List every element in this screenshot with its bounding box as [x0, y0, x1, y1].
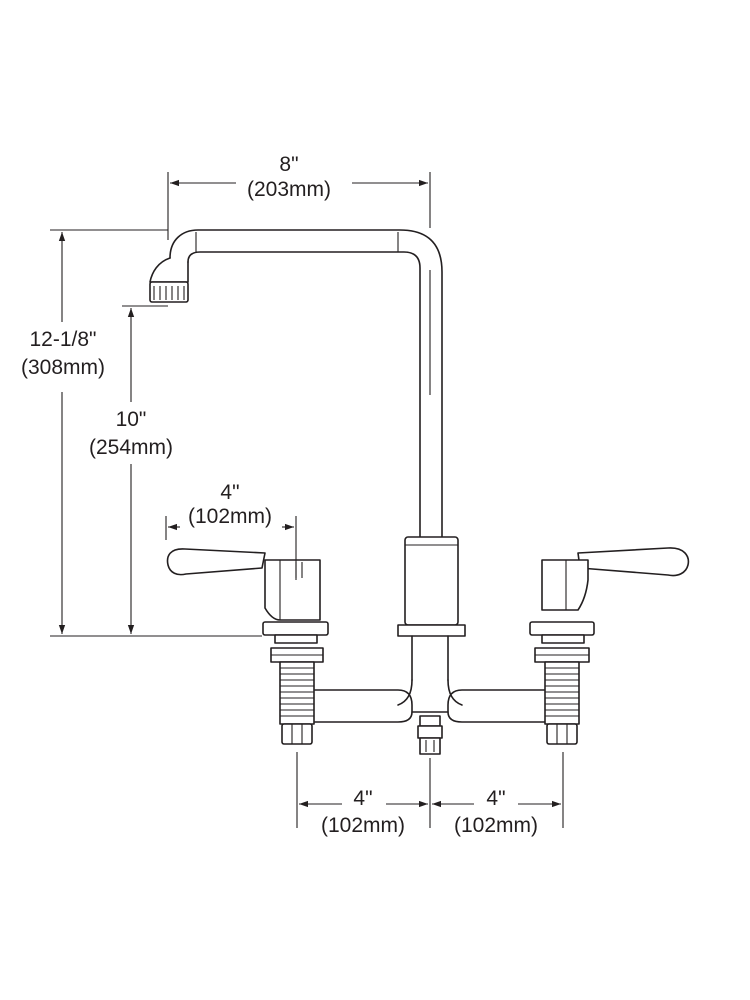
handle-length-metric: (102mm) [188, 505, 272, 528]
handle-length-imperial: 4" [220, 481, 239, 504]
faucet-spout [149, 229, 443, 538]
right-valve-assembly [529, 547, 690, 745]
overall-height-imperial: 12-1/8" [30, 328, 97, 351]
dimension-bottom-spacing: 4" (102mm) 4" (102mm) [296, 752, 564, 837]
faucet-spout-base [397, 536, 466, 755]
dimension-spout-reach: 8" (203mm) [167, 153, 431, 240]
dimension-overall-height: 12-1/8" (308mm) [21, 229, 262, 637]
spout-reach-imperial: 8" [279, 153, 298, 176]
dimension-handle-length: 4" (102mm) [165, 481, 297, 580]
overall-height-metric: (308mm) [21, 356, 105, 379]
left-spacing-metric: (102mm) [321, 814, 405, 837]
left-valve-assembly [166, 548, 329, 745]
spout-height-imperial: 10" [116, 408, 147, 431]
right-spacing-imperial: 4" [486, 787, 505, 810]
left-spacing-imperial: 4" [353, 787, 372, 810]
right-spacing-metric: (102mm) [454, 814, 538, 837]
spout-reach-metric: (203mm) [247, 178, 331, 201]
spout-height-metric: (254mm) [89, 436, 173, 459]
faucet-bridge-pipe [314, 689, 546, 723]
dimension-spout-height: 10" (254mm) [89, 305, 173, 634]
